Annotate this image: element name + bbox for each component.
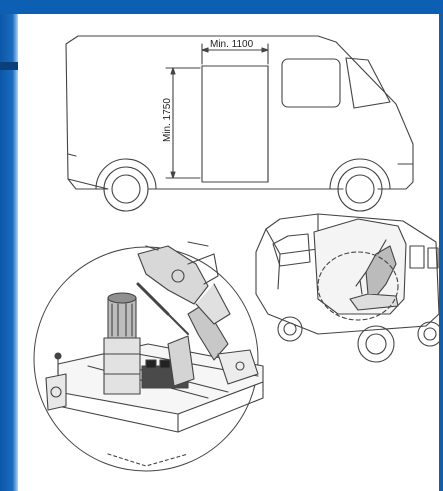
van-side-view (65, 35, 414, 212)
van-perspective-view (255, 213, 439, 363)
frame-notch (0, 62, 18, 70)
left-frame-border (0, 0, 18, 491)
top-frame-border (0, 0, 443, 14)
van-lift-diagram: Min. 1100 Min. 1750 (33, 35, 439, 472)
height-dimension-label: Min. 1750 (162, 98, 173, 142)
lift-detail-view (33, 241, 264, 472)
diagram-panel: Min. 1100 Min. 1750 (18, 14, 439, 491)
width-dimension-label: Min. 1100 (210, 39, 254, 50)
right-frame-border (439, 0, 443, 491)
